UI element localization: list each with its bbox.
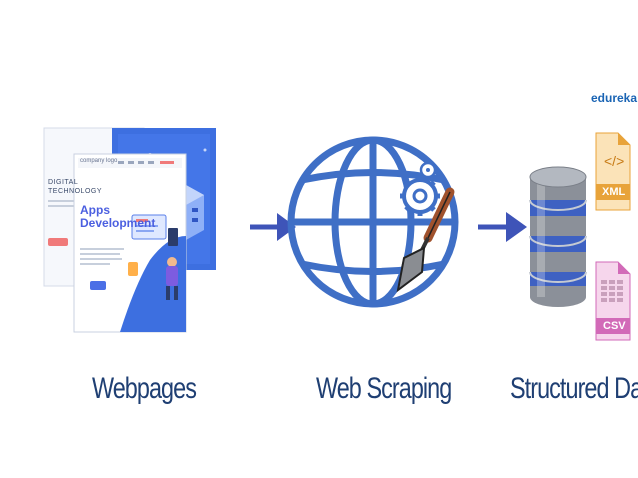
database-icon xyxy=(529,166,587,307)
webpage-front-title: Apps Development xyxy=(80,204,155,230)
label-webpages: Webpages xyxy=(92,372,197,405)
xml-label: XML xyxy=(602,186,626,198)
brand-logo: edureka! xyxy=(591,91,638,105)
arrow-right-icon xyxy=(250,213,296,241)
spreadsheet-icon xyxy=(601,280,623,302)
code-brackets-icon: </> xyxy=(604,153,624,169)
csv-file-icon xyxy=(595,261,631,341)
label-web-scraping: Web Scraping xyxy=(316,372,452,405)
back-heading-line2: TECHNOLOGY xyxy=(48,188,103,195)
back-heading-line1: DIGITAL xyxy=(48,179,79,186)
trowel-icon xyxy=(396,187,455,293)
gear-icon xyxy=(400,176,440,216)
xml-file-icon: </> xyxy=(595,132,631,211)
webpage-front xyxy=(73,153,187,333)
globe-icon xyxy=(287,136,459,308)
front-title-line1: Apps xyxy=(80,203,110,217)
webpage-back-heading: DIGITAL TECHNOLOGY xyxy=(48,178,102,196)
label-structured-data: Structured Data xyxy=(510,372,638,405)
csv-label: CSV xyxy=(603,320,626,332)
webpage-front-logo: company logo xyxy=(80,158,118,164)
arrow-right-icon xyxy=(478,212,527,242)
front-title-line2: Development xyxy=(80,216,156,230)
gear-small-icon xyxy=(419,161,437,179)
